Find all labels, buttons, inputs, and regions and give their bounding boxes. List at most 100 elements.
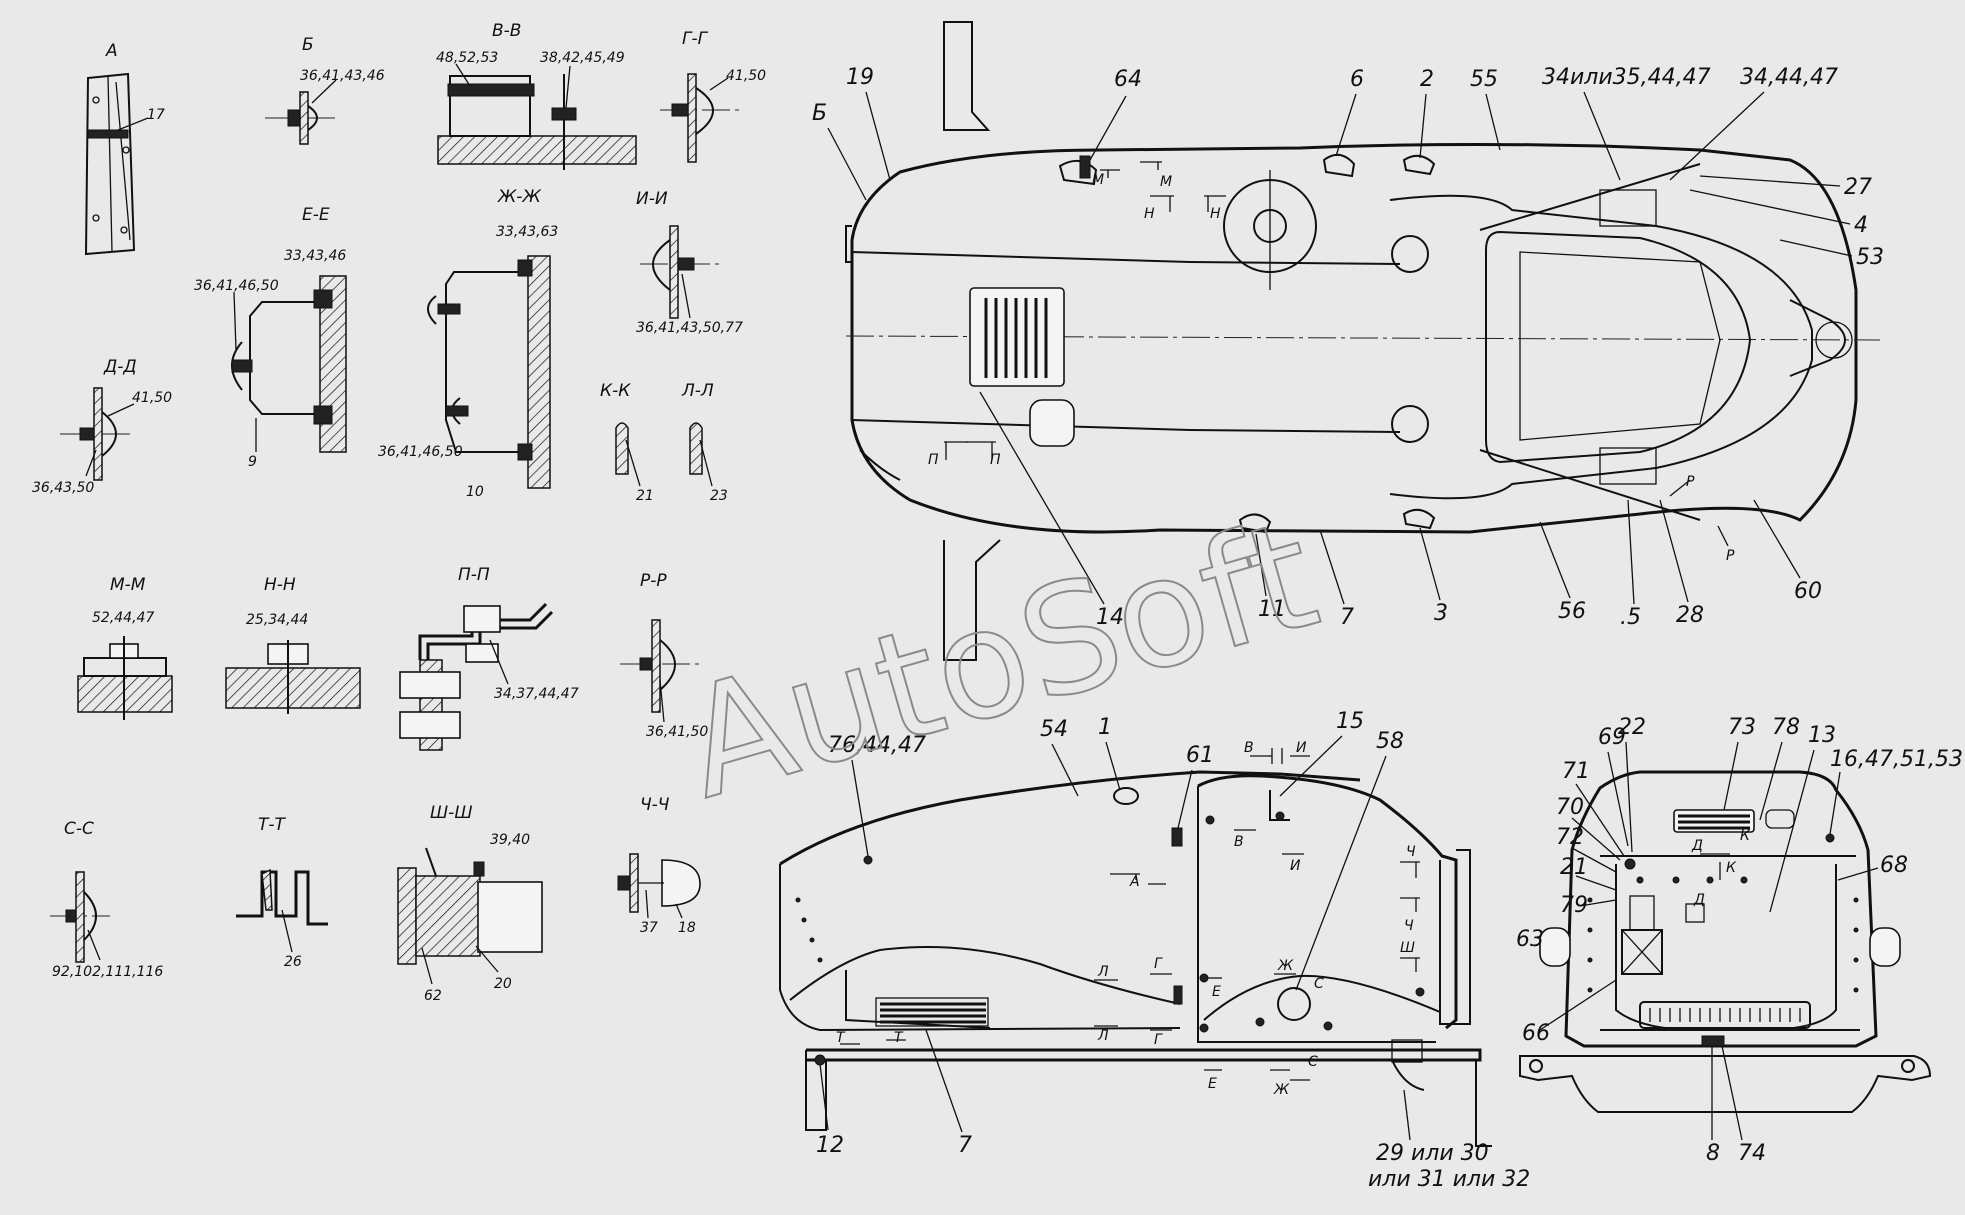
detail-view-ee: Е-Е 33,43,46 36,41,46,50 9	[194, 205, 347, 470]
ref-21: 21	[636, 488, 654, 504]
label-13: 13	[1808, 723, 1836, 748]
label-34-44-47: 34,44,47	[1740, 65, 1838, 90]
cut-r-2: Р	[1726, 548, 1735, 564]
cut-p-2: П	[990, 452, 1001, 468]
ref-gg: 41,50	[726, 68, 766, 84]
label-12: 12	[816, 1133, 844, 1158]
section-label-gg: Г-Г	[682, 29, 709, 49]
label-61: 61	[1186, 743, 1214, 768]
detail-view-rr: Р-Р 36,41,50	[620, 571, 708, 740]
detail-view-ss: С-С 92,102,111,116	[50, 819, 163, 980]
detail-view-kk: К-К 21	[600, 381, 654, 504]
label-7-side: 7	[958, 1133, 972, 1158]
label-2: 2	[1420, 67, 1434, 92]
ref-18: 18	[678, 920, 696, 936]
section-label-shsh: Ш-Ш	[430, 803, 473, 823]
label-31-32: или 31 или 32	[1368, 1167, 1530, 1192]
label-8: 8	[1706, 1141, 1720, 1166]
side-grille	[880, 1002, 986, 1024]
label-28: 28	[1676, 603, 1704, 628]
ref-zhzh-left: 36,41,46,50	[378, 444, 463, 460]
cut-k-2: К	[1726, 860, 1737, 876]
label-66: 66	[1522, 1021, 1550, 1046]
ref-ii: 36,41,43,50,77	[636, 320, 743, 336]
cut-e-2: Е	[1208, 1076, 1217, 1092]
label-19: 19	[846, 65, 874, 90]
ref-62: 62	[424, 988, 442, 1004]
cut-g-2: Г	[1154, 1032, 1163, 1048]
label-3: 3	[1434, 601, 1448, 626]
cut-l-1: Л	[1097, 964, 1109, 980]
cut-n-2: Н	[1210, 206, 1221, 222]
section-label-rr: Р-Р	[640, 571, 667, 591]
label-27: 27	[1844, 175, 1872, 200]
cut-d-1: Д	[1691, 838, 1703, 854]
cut-k-1: К	[1740, 828, 1751, 844]
cut-ch-2: Ч	[1404, 918, 1414, 934]
label-54: 54	[1040, 717, 1068, 742]
section-label-mm: М-М	[110, 575, 146, 595]
cut-d-2: Д	[1693, 892, 1705, 908]
detail-view-ii: И-И 36,41,43,50,77	[636, 189, 743, 336]
ref-ee-top: 33,43,46	[284, 248, 346, 264]
ref-20: 20	[494, 976, 512, 992]
section-label-kk: К-К	[600, 381, 631, 401]
cut-v-2: В	[1234, 834, 1244, 850]
ref-b: 36,41,43,46	[300, 68, 385, 84]
section-label-vv: В-В	[492, 21, 521, 41]
ref-vv-right: 38,42,45,49	[540, 50, 625, 66]
section-label-b: Б	[302, 35, 314, 55]
label-16: 16,47,51,53	[1830, 747, 1963, 772]
label-58: 58	[1376, 729, 1404, 754]
label-68: 68	[1880, 853, 1908, 878]
cut-zh-2: Ж	[1273, 1082, 1290, 1098]
detail-view-ll: Л-Л 23	[681, 381, 728, 504]
label-63: 63	[1516, 927, 1544, 952]
detail-view-tt: Т-Т 26	[236, 815, 328, 970]
cut-zh-1: Ж	[1277, 958, 1294, 974]
label-34-or-35: 34или35,44,47	[1542, 65, 1711, 90]
cut-l-2: Л	[1097, 1028, 1109, 1044]
front-elevation-view: 69 22 73 78 13 16,47,51,53 71 70 72 21 7…	[1516, 715, 1963, 1166]
ref-26: 26	[284, 954, 302, 970]
label-64: 64	[1114, 67, 1142, 92]
ref-pp: 34,37,44,47	[494, 686, 579, 702]
cut-t-1: Т	[836, 1030, 846, 1046]
label-22: 22	[1618, 715, 1646, 740]
section-label-pp: П-П	[458, 565, 490, 585]
cut-sh: Ш	[1400, 940, 1415, 956]
front-lower-vents	[1649, 1008, 1801, 1022]
ref-ss: 92,102,111,116	[52, 964, 163, 980]
label-7-top: 7	[1340, 605, 1354, 630]
section-label-zhzh: Ж-Ж	[497, 187, 541, 207]
label-1: 1	[1098, 715, 1112, 740]
section-label-ss: С-С	[64, 819, 94, 839]
label-6: 6	[1350, 67, 1364, 92]
cut-m-1: М	[1092, 172, 1104, 188]
label-15: 15	[1336, 709, 1364, 734]
cut-e-1: Е	[1212, 984, 1221, 1000]
ref-dd-top: 41,50	[132, 390, 172, 406]
detail-view-nn: Н-Н 25,34,44	[225, 575, 361, 714]
label-69: 69	[1598, 725, 1626, 750]
cut-m-2: М	[1160, 174, 1172, 190]
section-label-ll: Л-Л	[681, 381, 714, 401]
cut-p-1: П	[928, 452, 939, 468]
ref-nn: 25,34,44	[246, 612, 308, 628]
label-21-front: 21	[1560, 855, 1588, 880]
detail-view-gg: Г-Г 41,50	[660, 29, 766, 163]
cut-v-1: В	[1244, 740, 1254, 756]
label-53: 53	[1856, 245, 1884, 270]
label-71: 71	[1562, 759, 1590, 784]
detail-view-a: А 17	[84, 41, 165, 256]
cut-r-1: Р	[1686, 474, 1695, 490]
section-label-ee: Е-Е	[302, 205, 330, 225]
label-14: 14	[1096, 605, 1124, 630]
cut-s-1: С	[1314, 976, 1324, 992]
label-74: 74	[1738, 1141, 1766, 1166]
detail-view-pp: П-П 34,37,44,47	[399, 565, 579, 751]
watermark-text: AutoSoft	[667, 488, 1334, 833]
detail-view-chch: Ч-Ч 37 18	[617, 795, 701, 936]
cut-i-2: И	[1290, 858, 1301, 874]
detail-view-b: Б 36,41,43,46	[265, 35, 385, 145]
